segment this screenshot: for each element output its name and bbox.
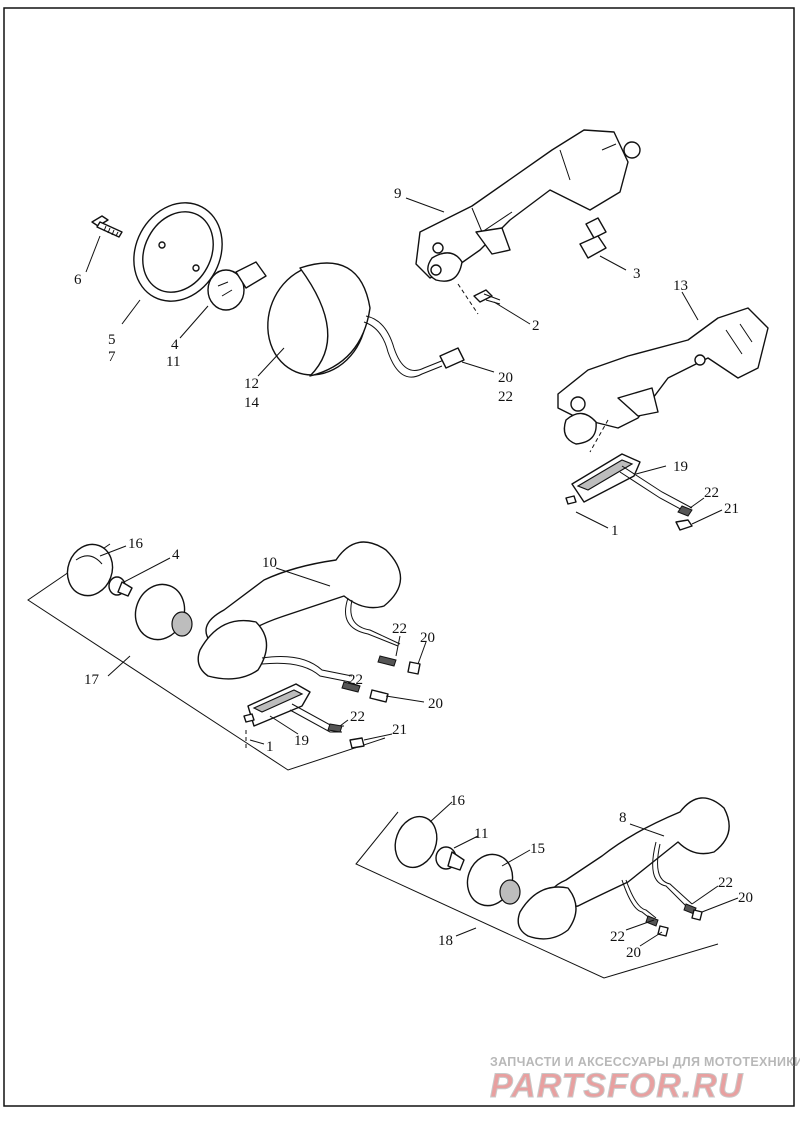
lens-16-mid <box>66 543 114 597</box>
callout-21-mid: 21 <box>392 722 407 738</box>
bracket-9 <box>415 129 641 282</box>
watermark: ЗАПЧАСТИ И АКСЕССУАРЫ ДЛЯ МОТОТЕХНИКИ PA… <box>490 1055 800 1106</box>
bracket-8 <box>517 797 730 940</box>
callout-12: 12 <box>244 376 259 392</box>
dash-13 <box>589 419 609 453</box>
callout-1-mid: 1 <box>266 739 274 755</box>
bracket-13 <box>557 307 769 445</box>
callout-16-bot: 16 <box>450 793 466 809</box>
callout-20-top: 20 <box>498 370 513 386</box>
bracket-10 <box>197 541 402 683</box>
callout-9: 9 <box>394 186 402 202</box>
callout-22-r: 22 <box>704 485 719 501</box>
leader-lines <box>85 197 739 947</box>
callout-4-mid: 4 <box>172 547 180 563</box>
callout-18: 18 <box>438 933 453 949</box>
callout-2: 2 <box>532 318 540 334</box>
screw-2 <box>473 289 501 305</box>
callout-19-top: 19 <box>673 459 688 475</box>
lens-16-bot <box>394 815 438 869</box>
callout-7: 7 <box>108 349 116 365</box>
callout-15: 15 <box>530 841 545 857</box>
callout-17: 17 <box>84 672 100 688</box>
bolt-3 <box>579 217 607 259</box>
callout-11-top: 11 <box>166 354 180 370</box>
callout-22-mid2: 22 <box>348 672 363 688</box>
callout-22-top: 22 <box>498 389 513 405</box>
callout-4-top: 4 <box>171 337 179 353</box>
bulb-4-mid <box>108 576 133 597</box>
callout-22-mid3: 22 <box>350 709 365 725</box>
callout-19-mid: 19 <box>294 733 309 749</box>
watermark-tagline: ЗАПЧАСТИ И АКСЕССУАРЫ ДЛЯ МОТОТЕХНИКИ <box>490 1055 800 1069</box>
callout-20-bot1: 20 <box>738 890 753 906</box>
lens-ring-5 <box>133 202 223 302</box>
callout-22-bot1: 22 <box>718 875 733 891</box>
dash-9 <box>457 283 479 315</box>
connectors-bot <box>645 903 703 937</box>
callout-1-top: 1 <box>611 523 619 539</box>
kit-bracket-18 <box>355 811 719 979</box>
callout-13: 13 <box>673 278 688 294</box>
callout-6: 6 <box>74 272 82 288</box>
watermark-logo: PARTSFOR.RU <box>490 1067 744 1105</box>
callout-14: 14 <box>244 395 260 411</box>
socket-housing-15 <box>466 853 521 907</box>
callout-20-mid1: 20 <box>420 630 435 646</box>
callout-22-bot2: 22 <box>610 929 625 945</box>
marker-light-19-top <box>565 453 693 531</box>
callout-16-mid: 16 <box>128 536 144 552</box>
callout-20-mid2: 20 <box>428 696 443 712</box>
callout-3: 3 <box>633 266 641 282</box>
callout-21-top: 21 <box>724 501 739 517</box>
callout-11-bot: 11 <box>474 826 488 842</box>
bulb-11-bot <box>435 846 465 871</box>
lamp-housing-12 <box>267 262 465 378</box>
callout-10: 10 <box>262 555 277 571</box>
page-border <box>3 7 795 1107</box>
connectors-mid <box>341 655 421 703</box>
socket-housing-mid <box>134 583 193 641</box>
marker-light-19-mid <box>243 683 365 749</box>
bulb-4 <box>207 261 267 311</box>
callout-labels: 6 5 7 4 11 12 14 9 3 2 20 22 13 19 22 21… <box>74 186 753 961</box>
screw-6 <box>91 215 123 238</box>
callout-5: 5 <box>108 332 116 348</box>
callout-20-bot2: 20 <box>626 945 641 961</box>
callout-22-mid1: 22 <box>392 621 407 637</box>
callout-8: 8 <box>619 810 627 826</box>
